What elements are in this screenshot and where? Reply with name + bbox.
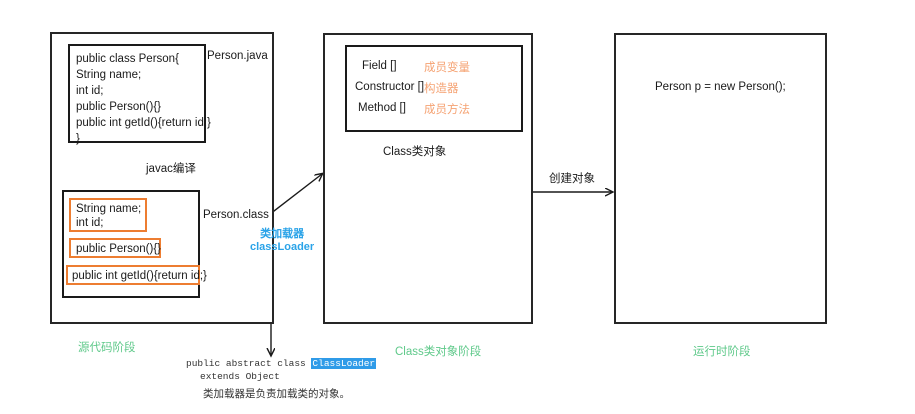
class-member-line-3: public int getId(){return id;} [72,270,207,282]
classloader-doc-prefix: public abstract class [186,358,312,369]
class-member-line-2: public Person(){} [76,243,162,255]
javac-compile-label: javac编译 [146,163,196,175]
person-java-label: Person.java [207,50,268,62]
classloader-en-label: classLoader [250,241,315,253]
source-code-line-4: public int getId(){return id;} [76,117,211,129]
classloader-cn-label: 类加载器 [260,228,305,240]
class-object-box [345,45,523,132]
source-code-line-5: } [76,133,80,145]
person-class-label: Person.class [203,209,269,221]
person-java-box [68,44,206,143]
runtime-stage-panel [614,33,827,324]
classloader-doc-highlight: ClassLoader [311,358,377,369]
classloader-label: 类加载器 classLoader [250,228,314,254]
classloader-doc-cn: 类加载器是负责加载类的对象。 [203,388,350,400]
class-member-api-0: Field [] [362,60,397,72]
class-member-api-2: Method [] [358,102,406,114]
runtime-code: Person p = new Person(); [655,81,786,93]
source-code-line-1: String name; [76,69,142,81]
source-stage-label: 源代码阶段 [78,342,136,354]
class-object-stage-label: Class类对象阶段 [395,346,482,358]
source-code-line-2: int id; [76,85,104,97]
class-constructor-box: public Person(){} [69,238,161,258]
class-member-api-1: Constructor [] [355,81,425,93]
class-member-line-1: int id; [76,217,104,229]
class-member-line-0: String name; [76,203,142,215]
classloader-doc-line-1: public abstract class ClassLoader [186,357,377,370]
class-object-caption: Class类对象 [383,146,447,158]
source-code-line-0: public class Person{ [76,53,179,65]
source-code-line-3: public Person(){} [76,101,162,113]
class-method-box: public int getId(){return id;} [66,265,207,285]
class-fields-box: String name; int id; [69,198,147,232]
create-object-label: 创建对象 [549,173,595,185]
class-member-cn-2: 成员方法 [424,104,470,116]
classloader-doc-line-2: extends Object [200,371,280,382]
class-member-cn-1: 构造器 [424,83,459,95]
class-member-cn-0: 成员变量 [424,62,470,74]
runtime-stage-label: 运行时阶段 [693,346,751,358]
